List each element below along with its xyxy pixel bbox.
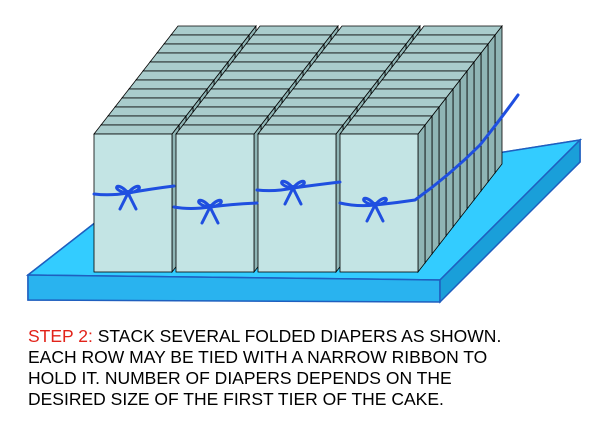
diaper-top [135, 70, 222, 81]
diaper-top [252, 25, 339, 36]
diaper-side [431, 105, 440, 256]
diaper [175, 123, 262, 274]
bow-loop-right [208, 198, 223, 209]
diaper [93, 123, 180, 274]
caption-text-1: STACK SEVERAL FOLDED DIAPERS AS SHOWN. [97, 326, 502, 346]
diaper-top [381, 70, 468, 81]
diaper-side [452, 78, 461, 229]
ribbon-bow-1 [115, 184, 141, 211]
diaper-top [114, 97, 201, 108]
diaper-top [100, 115, 187, 126]
diaper-side [494, 24, 503, 175]
diaper-top [360, 97, 447, 108]
bow-knot [290, 185, 296, 191]
diaper-top [163, 34, 250, 45]
diaper-cake-diagram [25, 24, 583, 304]
diaper-top [156, 43, 243, 54]
diaper-top [374, 79, 461, 90]
diaper-top [285, 88, 372, 99]
diaper-top [416, 25, 503, 36]
diaper-top [175, 124, 262, 135]
step-label: STEP 2: [28, 326, 93, 346]
diaper-top [217, 70, 304, 81]
diaper-top [231, 52, 318, 63]
diaper-top [142, 61, 229, 72]
bow-loop-right [373, 196, 388, 207]
diaper-top [245, 34, 332, 45]
caption-line-3: HOLD IT. NUMBER OF DIAPERS DEPENDS ON TH… [28, 368, 452, 388]
diaper-top [346, 115, 433, 126]
diaper-top [402, 43, 489, 54]
diaper-top [264, 115, 351, 126]
bow-loop-left [280, 179, 295, 190]
bow-loop-right [126, 184, 141, 195]
diaper-top [128, 79, 215, 90]
diaper-top [313, 52, 400, 63]
caption-line-1: STEP 2: STACK SEVERAL FOLDED DIAPERS AS … [28, 326, 596, 347]
diaper-side [480, 42, 489, 193]
diaper-top [367, 88, 454, 99]
bow-loop-left [115, 184, 130, 195]
step-caption: STEP 2: STACK SEVERAL FOLDED DIAPERS AS … [28, 326, 596, 410]
bow-knot [372, 202, 378, 208]
diaper-front [257, 133, 337, 273]
diaper-side [466, 60, 475, 211]
diaper-top [189, 106, 276, 117]
diaper-top [339, 124, 426, 135]
ribbons [92, 93, 520, 225]
diaper-top [292, 79, 379, 90]
ribbon-bow-4 [362, 196, 388, 223]
diaper-top [299, 70, 386, 81]
caption-line-2: EACH ROW MAY BE TIED WITH A NARROW RIBBO… [28, 347, 488, 367]
board-right-side [439, 138, 581, 304]
bow-loop-right [291, 179, 306, 190]
diaper-top [149, 52, 236, 63]
diaper-top [334, 25, 421, 36]
diaper-top [320, 43, 407, 54]
diaper-row-4 [339, 24, 503, 274]
bow-loop-left [197, 198, 212, 209]
diaper-top [238, 43, 325, 54]
bow-knot [207, 204, 213, 210]
diaper [257, 123, 344, 274]
diaper-top [257, 124, 344, 135]
diaper-top [93, 124, 180, 135]
diaper-top [224, 61, 311, 72]
diaper-side [445, 87, 454, 238]
diaper-top [203, 88, 290, 99]
diaper-top [107, 106, 194, 117]
diaper-top [196, 97, 283, 108]
diaper-side [487, 33, 496, 184]
diaper-side [459, 69, 468, 220]
diaper-top [182, 115, 269, 126]
diaper-top [121, 88, 208, 99]
diaper-top [278, 97, 365, 108]
diaper-top [353, 106, 440, 117]
diaper-top [210, 79, 297, 90]
bow-loop-left [362, 196, 377, 207]
board-front [27, 274, 441, 303]
diaper-stacks [93, 24, 503, 274]
diaper-top [395, 52, 482, 63]
diaper-top [327, 34, 414, 45]
diaper-side [438, 96, 447, 247]
diaper-top [271, 106, 358, 117]
diaper-top [170, 25, 257, 36]
ribbon-bow-2 [197, 198, 223, 225]
ribbon-bow-3 [280, 179, 306, 206]
diaper-top [409, 34, 496, 45]
caption-line-4: DESIRED SIZE OF THE FIRST TIER OF THE CA… [28, 389, 444, 409]
diaper-top [388, 61, 475, 72]
diaper-top [306, 61, 393, 72]
diaper-side [473, 51, 482, 202]
bow-knot [125, 190, 131, 196]
